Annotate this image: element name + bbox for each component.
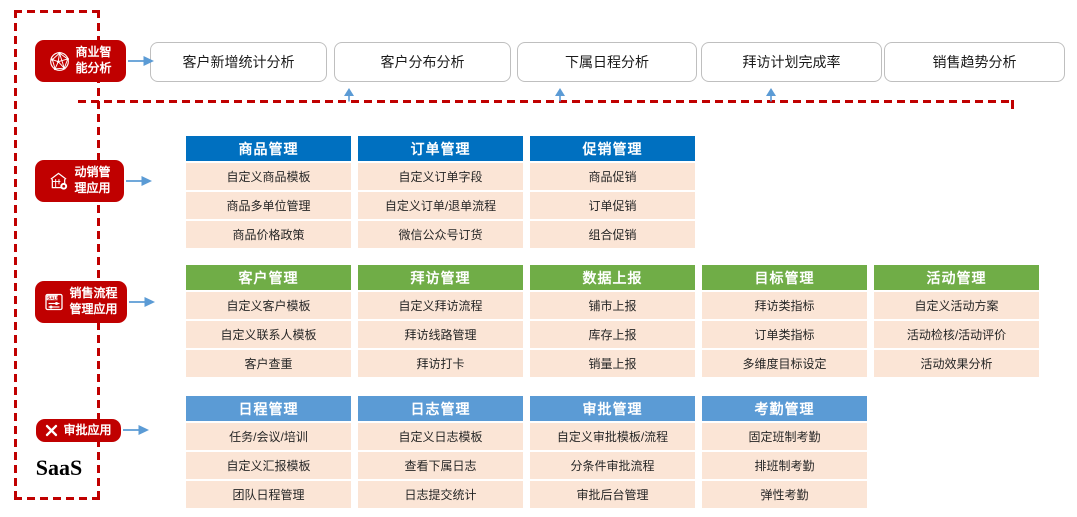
feature-cell: 团队日程管理 [186, 481, 351, 508]
feature-cell: 拜访类指标 [702, 292, 867, 319]
feature-cell: 分条件审批流程 [530, 452, 695, 479]
dashed-separator [78, 100, 1014, 103]
feature-column: 促销管理商品促销订单促销组合促销 [530, 136, 695, 248]
feature-column: 目标管理拜访类指标订单类指标多维度目标设定 [702, 265, 867, 377]
feature-cell: 自定义审批模板/流程 [530, 423, 695, 450]
feature-cell: 库存上报 [530, 321, 695, 348]
side-label-text: 销售流程 管理应用 [69, 286, 118, 316]
feature-column-header: 活动管理 [874, 265, 1039, 290]
arrow-right-icon [129, 296, 155, 308]
svg-text:SALE: SALE [48, 295, 60, 300]
feature-cell: 自定义汇报模板 [186, 452, 351, 479]
feature-column: 日志管理自定义日志模板查看下属日志日志提交统计 [358, 396, 523, 508]
feature-column: 商品管理自定义商品模板商品多单位管理商品价格政策 [186, 136, 351, 248]
feature-cell: 自定义联系人模板 [186, 321, 351, 348]
feature-column: 拜访管理自定义拜访流程拜访线路管理拜访打卡 [358, 265, 523, 377]
feature-cell: 铺市上报 [530, 292, 695, 319]
feature-cell: 销量上报 [530, 350, 695, 377]
feature-column-header: 日程管理 [186, 396, 351, 421]
feature-cell: 查看下属日志 [358, 452, 523, 479]
feature-column: 审批管理自定义审批模板/流程分条件审批流程审批后台管理 [530, 396, 695, 508]
feature-cell: 自定义日志模板 [358, 423, 523, 450]
feature-cell: 拜访线路管理 [358, 321, 523, 348]
feature-cell: 自定义活动方案 [874, 292, 1039, 319]
feature-cell: 自定义客户模板 [186, 292, 351, 319]
arrow-up-icon [765, 88, 777, 102]
feature-cell: 日志提交统计 [358, 481, 523, 508]
side-label-text: 商业智 能分析 [75, 45, 112, 75]
dashed-separator-end [1011, 100, 1014, 109]
feature-column-header: 目标管理 [702, 265, 867, 290]
feature-column: 订单管理自定义订单字段自定义订单/退单流程微信公众号订货 [358, 136, 523, 248]
feature-cell: 活动效果分析 [874, 350, 1039, 377]
feature-column: 数据上报铺市上报库存上报销量上报 [530, 265, 695, 377]
dashed-frame-right [97, 10, 100, 500]
feature-cell: 拜访打卡 [358, 350, 523, 377]
feature-group-1: 客户管理自定义客户模板自定义联系人模板客户查重拜访管理自定义拜访流程拜访线路管理… [186, 265, 1039, 377]
feature-column: 活动管理自定义活动方案活动检核/活动评价活动效果分析 [874, 265, 1039, 377]
feature-column: 客户管理自定义客户模板自定义联系人模板客户查重 [186, 265, 351, 377]
feature-cell: 商品价格政策 [186, 221, 351, 248]
feature-cell: 弹性考勤 [702, 481, 867, 508]
feature-group-0: 商品管理自定义商品模板商品多单位管理商品价格政策订单管理自定义订单字段自定义订单… [186, 136, 695, 248]
side-label-1: 动销管 理应用 [35, 160, 124, 202]
feature-cell: 自定义订单/退单流程 [358, 192, 523, 219]
dashed-frame-left [14, 10, 17, 500]
analysis-box-4: 销售趋势分析 [884, 42, 1065, 82]
feature-column-header: 审批管理 [530, 396, 695, 421]
feature-cell: 固定班制考勤 [702, 423, 867, 450]
side-label-2: SALE 销售流程 管理应用 [35, 281, 127, 323]
feature-column-header: 考勤管理 [702, 396, 867, 421]
side-label-text: 审批应用 [63, 422, 112, 437]
feature-column-header: 订单管理 [358, 136, 523, 161]
analysis-box-1: 客户分布分析 [334, 42, 511, 82]
side-label-0: 商业智 能分析 [35, 40, 126, 82]
feature-column: 日程管理任务/会议/培训自定义汇报模板团队日程管理 [186, 396, 351, 508]
arrow-right-icon [123, 424, 149, 436]
feature-cell: 审批后台管理 [530, 481, 695, 508]
dashed-frame-top [14, 10, 100, 13]
arrow-right-icon [126, 175, 152, 187]
feature-cell: 组合促销 [530, 221, 695, 248]
store-icon [48, 172, 69, 191]
feature-column: 考勤管理固定班制考勤排班制考勤弹性考勤 [702, 396, 867, 508]
analysis-box-3: 拜访计划完成率 [701, 42, 882, 82]
feature-column-header: 客户管理 [186, 265, 351, 290]
arrow-right-icon [128, 55, 154, 67]
feature-cell: 多维度目标设定 [702, 350, 867, 377]
feature-column-header: 促销管理 [530, 136, 695, 161]
network-icon [49, 51, 70, 72]
feature-group-2: 日程管理任务/会议/培训自定义汇报模板团队日程管理日志管理自定义日志模板查看下属… [186, 396, 867, 508]
dashed-frame-bottom [14, 497, 100, 500]
sale-icon: SALE [44, 292, 64, 312]
feature-cell: 自定义商品模板 [186, 163, 351, 190]
analysis-box-2: 下属日程分析 [517, 42, 697, 82]
feature-column-header: 拜访管理 [358, 265, 523, 290]
feature-cell: 自定义拜访流程 [358, 292, 523, 319]
feature-cell: 活动检核/活动评价 [874, 321, 1039, 348]
feature-cell: 商品促销 [530, 163, 695, 190]
feature-column-header: 数据上报 [530, 265, 695, 290]
crossed-tools-icon [45, 424, 58, 437]
feature-cell: 微信公众号订货 [358, 221, 523, 248]
arrow-up-icon [343, 88, 355, 102]
feature-cell: 自定义订单字段 [358, 163, 523, 190]
arrow-up-icon [554, 88, 566, 102]
feature-column-header: 商品管理 [186, 136, 351, 161]
analysis-box-0: 客户新增统计分析 [150, 42, 327, 82]
feature-cell: 排班制考勤 [702, 452, 867, 479]
saas-label: SaaS [35, 455, 83, 480]
feature-cell: 订单类指标 [702, 321, 867, 348]
feature-cell: 客户查重 [186, 350, 351, 377]
side-label-text: 动销管 理应用 [74, 165, 111, 195]
feature-cell: 商品多单位管理 [186, 192, 351, 219]
side-label-3: 审批应用 [36, 419, 121, 442]
feature-cell: 任务/会议/培训 [186, 423, 351, 450]
feature-column-header: 日志管理 [358, 396, 523, 421]
feature-cell: 订单促销 [530, 192, 695, 219]
